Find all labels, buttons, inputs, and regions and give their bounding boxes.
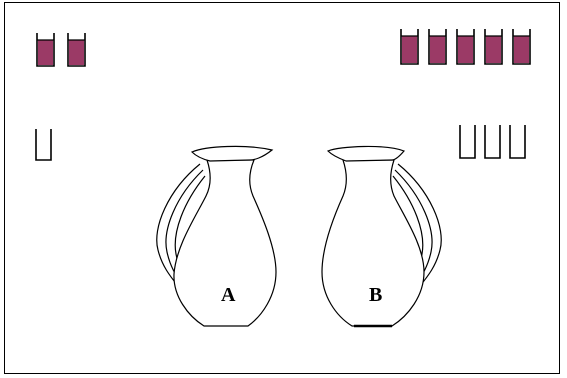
cup-interior — [485, 125, 500, 158]
liquid-fill — [486, 36, 501, 63]
pitcher-b-label: B — [369, 284, 383, 306]
cup-outline — [509, 125, 526, 159]
cup-outline — [36, 33, 55, 67]
pitcher-b-rim — [326, 145, 406, 162]
cup-interior — [510, 125, 525, 158]
pitcher-a-empty-cups — [35, 129, 52, 161]
cup-outline — [35, 129, 52, 161]
cup-outline — [456, 29, 475, 65]
pitcher-b-body — [321, 159, 425, 327]
pitcher-b-empty-cup-3 — [509, 125, 526, 159]
pitcher-b-full-cup-3 — [456, 29, 475, 65]
cup-outline — [67, 33, 86, 67]
pitcher-a-full-cup-2 — [67, 33, 86, 67]
cup-interior — [460, 125, 475, 158]
cup-outline — [428, 29, 447, 65]
pitcher-b-full-cup-1 — [400, 29, 419, 65]
cup-outline — [512, 29, 531, 65]
cup-outline — [484, 29, 503, 65]
liquid-fill — [430, 36, 445, 63]
pitcher-a-label: A — [221, 284, 236, 306]
liquid-fill — [38, 40, 53, 65]
pitcher-a-full-cups — [36, 33, 86, 67]
pitcher-b-full-cups — [400, 29, 531, 65]
pitcher-b-empty-cup-2 — [484, 125, 501, 159]
pitcher-b-full-cup-4 — [484, 29, 503, 65]
pitcher-a-rim — [190, 145, 274, 162]
pitcher-a-body — [173, 159, 277, 327]
pitcher-b-full-cup-5 — [512, 29, 531, 65]
pitcher-a-empty-cup-1 — [35, 129, 52, 161]
pitcher-a-full-cup-1 — [36, 33, 55, 67]
pitcher-a — [156, 145, 277, 327]
pitcher-b — [321, 145, 442, 328]
cup-interior — [36, 129, 51, 160]
pitcher-b-empty-cup-1 — [459, 125, 476, 159]
cup-outline — [484, 125, 501, 159]
pitcher-b-full-cup-2 — [428, 29, 447, 65]
liquid-fill — [514, 36, 529, 63]
cup-outline — [400, 29, 419, 65]
pitcher-b-empty-cups — [459, 125, 526, 159]
cup-outline — [459, 125, 476, 159]
liquid-fill — [458, 36, 473, 63]
liquid-fill — [69, 40, 84, 65]
liquid-fill — [402, 36, 417, 63]
